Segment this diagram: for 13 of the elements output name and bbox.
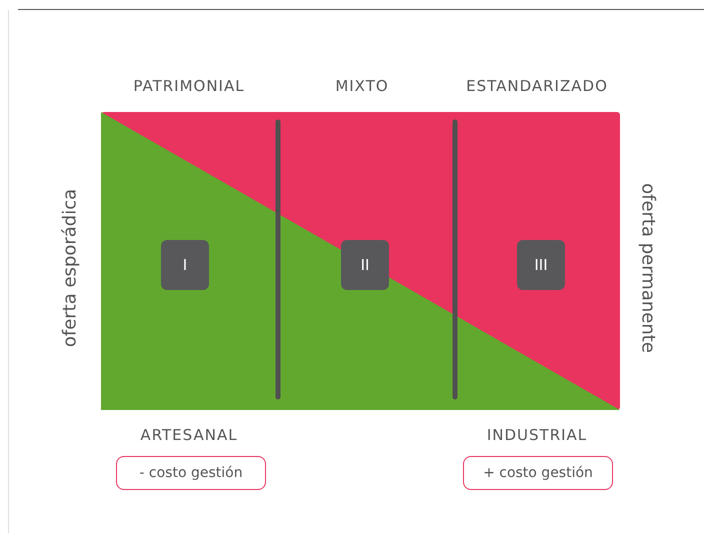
column-heading: ESTANDARIZADO [466, 77, 608, 95]
quadrant-chart [101, 112, 620, 410]
roman-numeral-badge: II [341, 240, 389, 290]
cost-tag: + costo gestión [463, 456, 613, 490]
column-heading: MIXTO [335, 77, 389, 95]
scale-label: ARTESANAL [140, 426, 238, 444]
roman-numeral-badge: III [517, 240, 565, 290]
axis-label: oferta esporádica [60, 188, 80, 348]
scale-label: INDUSTRIAL [486, 426, 588, 444]
axis-label: oferta permanente [638, 183, 658, 353]
column-heading: PATRIMONIAL [133, 77, 245, 95]
cost-tag: - costo gestión [116, 456, 266, 490]
roman-numeral-badge: I [161, 240, 209, 290]
